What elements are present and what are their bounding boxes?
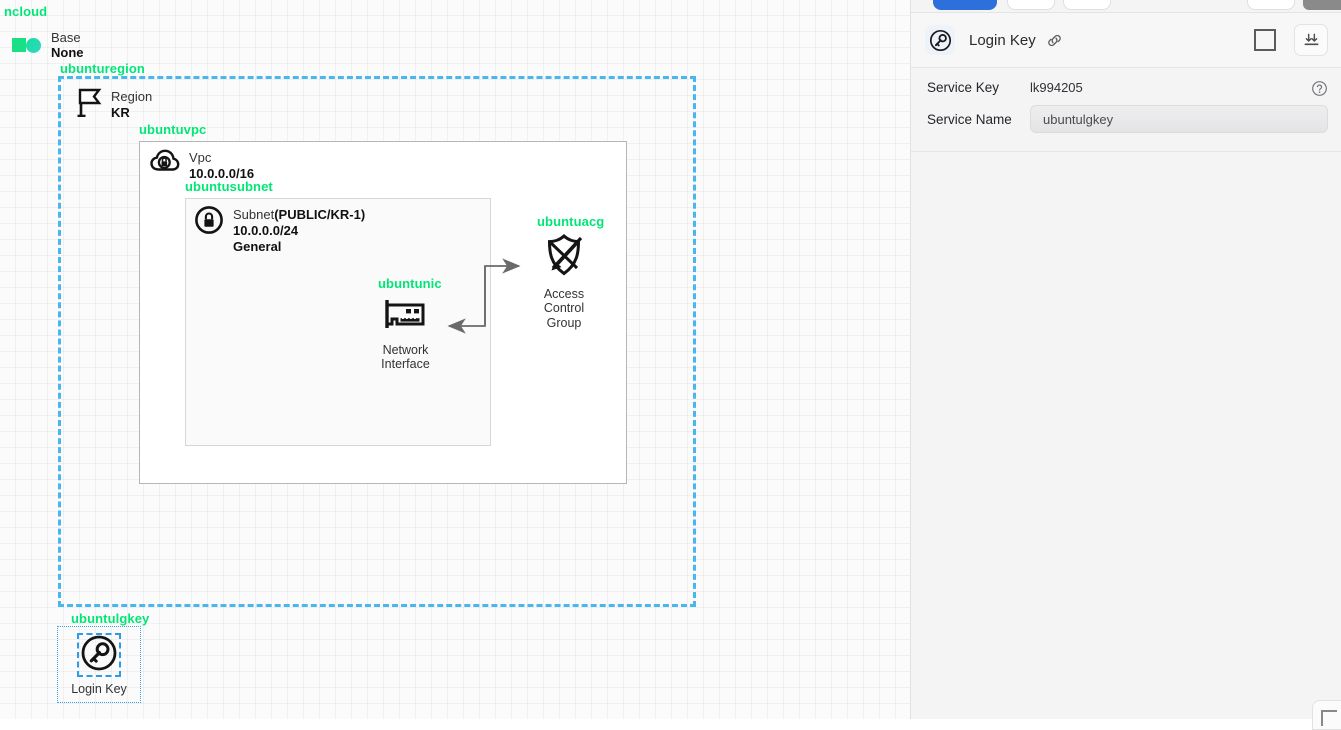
node-region-title: Region — [111, 89, 153, 104]
group-region[interactable]: Region KR — [58, 76, 696, 607]
base-shapes-icon — [12, 37, 42, 54]
network-interface-card-icon — [383, 300, 428, 336]
group-label-login-key: ubuntulgkey — [71, 611, 150, 626]
group-label-acg: ubuntuacg — [537, 214, 605, 229]
field-label-service-key: Service Key — [927, 80, 1000, 95]
canvas-corner-widget[interactable] — [1312, 700, 1341, 730]
circle-lock-icon — [194, 205, 224, 240]
node-acg-caption-line1: Access — [543, 287, 585, 301]
square-checkbox-icon[interactable] — [1254, 29, 1276, 51]
corner-bracket-icon — [1321, 710, 1337, 726]
node-acg-caption-line2: Control — [543, 301, 585, 316]
node-subnet-titleline: Subnet(PUBLIC/KR-1) — [233, 207, 365, 223]
node-nic-caption-line1: Network — [382, 343, 429, 357]
field-row-service-key: Service Key lk994205 — [927, 80, 1328, 96]
key-circle-icon — [80, 634, 118, 677]
cloud-lock-icon — [150, 148, 180, 179]
node-vpc-cidr: 10.0.0.0/16 — [189, 165, 255, 181]
node-subnet[interactable]: Subnet(PUBLIC/KR-1) 10.0.0.0/24 General — [194, 205, 365, 255]
shield-acg-icon — [541, 233, 587, 282]
panel-toolbar — [911, 0, 1341, 13]
secondary-action-button-3[interactable] — [1247, 0, 1295, 10]
dark-action-button[interactable] — [1303, 0, 1341, 10]
panel-fields: Service Key lk994205 Service Name ubuntu… — [911, 68, 1341, 152]
node-vpc-title: Vpc — [189, 150, 212, 165]
group-label-subnet: ubuntusubnet — [185, 179, 273, 194]
help-circle-icon[interactable] — [1311, 80, 1328, 102]
node-nic-caption: Network Interface — [373, 343, 438, 372]
flag-icon — [77, 87, 103, 122]
panel-title: Login Key — [969, 31, 1036, 49]
group-label-region: ubunturegion — [60, 61, 145, 76]
node-region-value: KR — [111, 104, 130, 120]
node-login-key[interactable]: Login Key — [57, 626, 141, 703]
node-login-key-selection-box[interactable] — [77, 633, 121, 677]
group-label-ncloud: ncloud — [4, 4, 48, 19]
node-access-control-group[interactable]: Access Control Group — [532, 232, 596, 330]
field-value-service-key: lk994205 — [1030, 80, 1083, 95]
chain-link-icon[interactable] — [1046, 32, 1063, 49]
diagram-canvas[interactable]: ncloud Base None ubunturegion — [0, 0, 910, 719]
node-acg-caption: Access Control Group — [532, 287, 596, 330]
node-vpc[interactable]: Vpc 10.0.0.0/16 — [150, 148, 254, 182]
node-base[interactable]: Base None — [12, 30, 84, 61]
secondary-action-button-1[interactable] — [1007, 0, 1055, 10]
node-acg-caption-line3: Group — [546, 315, 582, 330]
node-base-value: None — [51, 45, 84, 61]
node-base-title: Base — [51, 30, 81, 45]
node-login-key-caption: Login Key — [71, 682, 127, 696]
panel-key-circle-icon — [925, 25, 955, 55]
field-label-service-name: Service Name — [927, 111, 1012, 127]
node-subnet-usage: General — [233, 238, 282, 254]
node-region[interactable]: Region KR — [77, 87, 152, 122]
node-subnet-scope: (PUBLIC/KR-1) — [274, 207, 366, 222]
panel-header: Login Key — [911, 13, 1341, 68]
group-label-nic: ubuntunic — [378, 276, 442, 291]
node-subnet-cidr: 10.0.0.0/24 — [233, 222, 299, 238]
field-row-service-name: Service Name ubuntulgkey — [927, 105, 1328, 133]
primary-action-button[interactable] — [933, 0, 997, 10]
secondary-action-button-2[interactable] — [1063, 0, 1111, 10]
node-nic-caption-line2: Interface — [381, 357, 430, 372]
node-subnet-title: Subnet — [233, 207, 275, 222]
node-base-text: Base None — [51, 30, 84, 61]
service-name-input[interactable]: ubuntulgkey — [1030, 105, 1328, 133]
group-label-vpc: ubuntuvpc — [139, 122, 207, 137]
download-all-icon[interactable] — [1294, 24, 1328, 56]
group-subnet[interactable]: Subnet(PUBLIC/KR-1) 10.0.0.0/24 General — [185, 198, 491, 446]
details-panel: Login Key Service Key lk994205 — [910, 0, 1341, 719]
node-network-interface[interactable]: Network Interface — [373, 298, 438, 372]
